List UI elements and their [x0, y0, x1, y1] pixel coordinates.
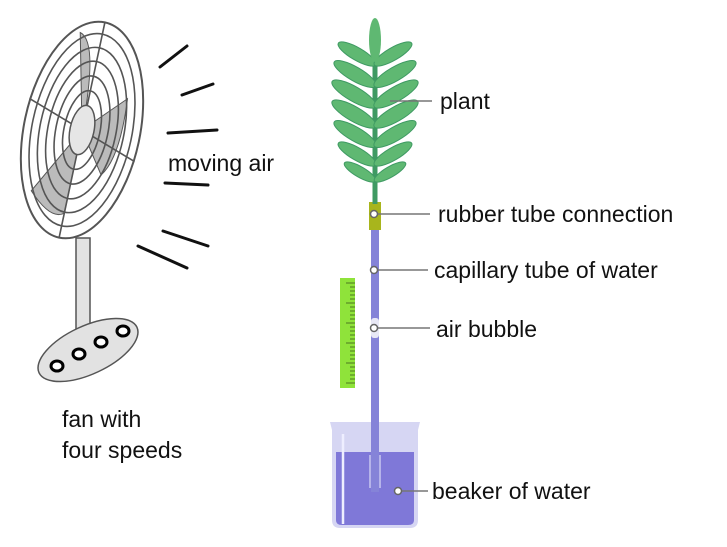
- capillary-tube-label: capillary tube of water: [434, 257, 658, 283]
- speed-button-4: [115, 324, 131, 338]
- speed-button-1: [49, 359, 65, 373]
- ruler-icon: [340, 278, 355, 388]
- fan-stand: [37, 237, 139, 383]
- speed-button-3: [93, 335, 109, 349]
- air-lines: [136, 44, 219, 270]
- beaker-label: beaker of water: [432, 478, 591, 504]
- capillary-tube: [371, 222, 379, 492]
- moving-air-label: moving air: [168, 150, 274, 176]
- leader-lines: [374, 100, 432, 492]
- speed-button-2: [71, 347, 87, 361]
- rubber-tube-label: rubber tube connection: [438, 201, 673, 227]
- fan-label-line2: four speeds: [62, 437, 182, 463]
- fan-head: [19, 20, 145, 240]
- leaf: [373, 141, 413, 167]
- leaf: [373, 161, 407, 183]
- leaf: [373, 60, 417, 88]
- fan-icon: [19, 20, 145, 383]
- leaf: [373, 120, 417, 148]
- plant-icon: [331, 18, 419, 204]
- fan-label-line1: fan with: [62, 406, 141, 432]
- plant-label: plant: [440, 88, 490, 114]
- air-bubble-label: air bubble: [436, 316, 537, 342]
- leaf: [373, 41, 413, 67]
